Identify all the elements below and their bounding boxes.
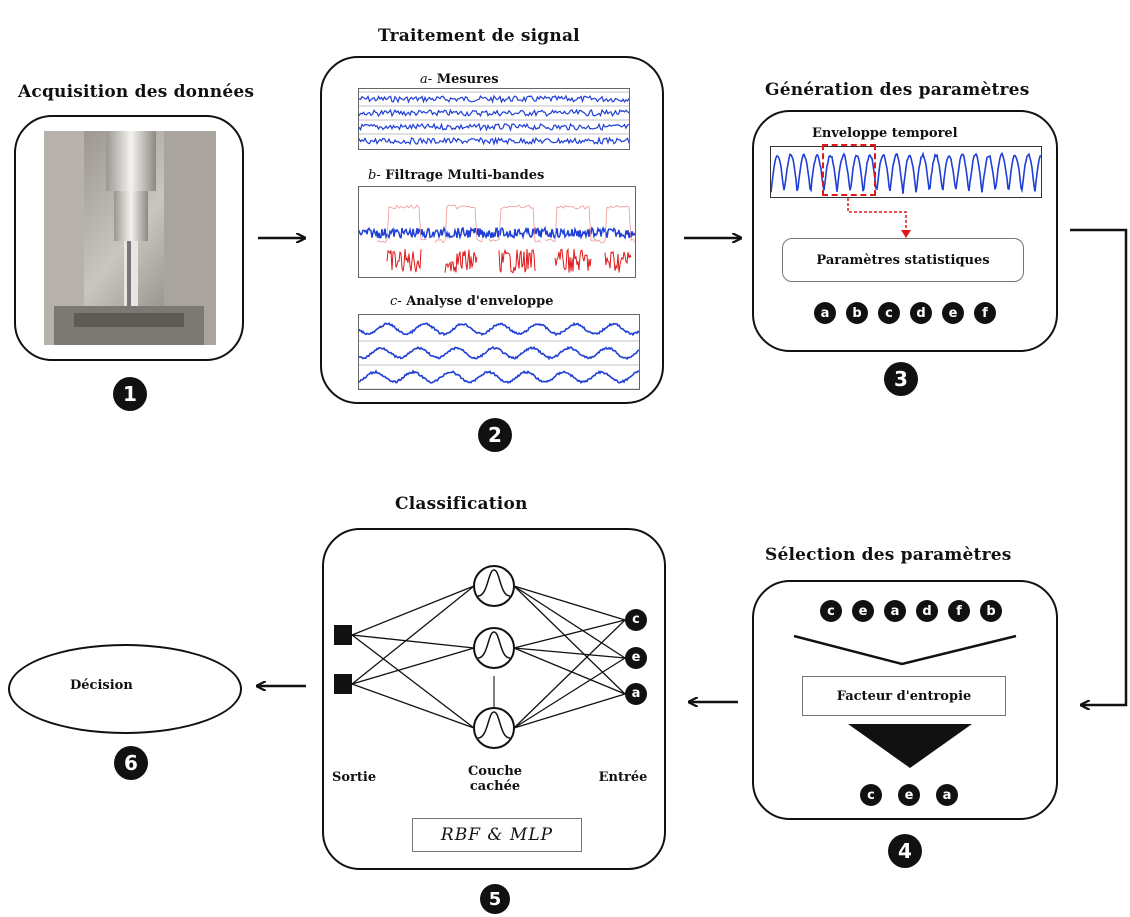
output-node (334, 625, 352, 645)
selected-parameter-chips: c e a (860, 784, 968, 806)
decision-label: Décision (70, 678, 133, 693)
measures-traces (359, 91, 629, 146)
input-node-label: a (631, 686, 641, 701)
param-chip: e (852, 600, 874, 622)
param-chip: b (980, 600, 1002, 622)
measures-label: a- Mesures (420, 72, 499, 87)
param-chip: d (916, 600, 938, 622)
temporal-envelope-label: Enveloppe temporel (812, 126, 958, 141)
machine-tool-photo (44, 131, 216, 345)
classification-title: Classification (395, 494, 528, 514)
hidden-layer-label: Couche cachée (467, 764, 523, 794)
decision-ellipse (8, 644, 242, 734)
hidden-node (473, 707, 515, 749)
param-chip: b (846, 302, 868, 324)
param-chip: c (820, 600, 842, 622)
param-chip: c (860, 784, 882, 806)
step-6-badge: 6 (114, 746, 148, 780)
envelope-traces (359, 321, 639, 389)
parameter-chips: a b c d e f (814, 302, 1006, 324)
param-chip: f (948, 600, 970, 622)
funnel-lines (793, 634, 1017, 666)
filtered-traces (359, 204, 635, 274)
selection-window (822, 144, 876, 196)
acquisition-panel (14, 115, 244, 361)
param-chip: f (974, 302, 996, 324)
down-arrow-icon (848, 724, 972, 768)
step-1-badge: 1 (113, 377, 147, 411)
input-node (625, 609, 647, 631)
input-node (625, 683, 647, 705)
step-4-badge: 4 (888, 834, 922, 868)
entropy-factor-box: Facteur d'entropie (802, 676, 1006, 716)
param-chip: e (942, 302, 964, 324)
envelope-analysis-label: c- Analyse d'enveloppe (390, 294, 554, 309)
window-to-params-arrow (847, 198, 911, 238)
param-chip: a (884, 600, 906, 622)
unsorted-parameter-chips: c e a d f b (820, 600, 1012, 622)
parameter-selection-title: Sélection des paramètres (765, 545, 1012, 565)
multiband-filter-plot (358, 186, 636, 278)
input-node-label: e (631, 650, 641, 665)
output-layer-label: Sortie (332, 770, 377, 785)
temporal-envelope-plot (770, 146, 1042, 198)
measures-signal-plot (358, 88, 630, 150)
output-node (334, 674, 352, 694)
step-3-badge: 3 (884, 362, 918, 396)
filtering-label: b- Filtrage Multi-bandes (368, 168, 545, 183)
neural-network-diagram (334, 565, 647, 749)
arrow-3-to-4 (1070, 228, 1128, 705)
hidden-node (473, 627, 515, 669)
step-2-badge: 2 (478, 418, 512, 452)
envelope-wave (771, 151, 1041, 194)
envelope-analysis-plot (358, 314, 640, 390)
parameter-generation-title: Génération des paramètres (765, 80, 1030, 100)
param-chip: d (910, 302, 932, 324)
acquisition-title: Acquisition des données (18, 82, 255, 102)
method-box: RBF & MLP (412, 818, 582, 852)
param-chip: a (814, 302, 836, 324)
param-chip: a (936, 784, 958, 806)
param-chip: c (878, 302, 900, 324)
input-layer-label: Entrée (598, 770, 648, 785)
input-node-label: c (632, 612, 640, 627)
input-node (625, 647, 647, 669)
signal-processing-title: Traitement de signal (378, 26, 580, 46)
param-chip: e (898, 784, 920, 806)
hidden-node (473, 565, 515, 607)
step-5-badge: 5 (480, 884, 510, 914)
statistical-parameters-box: Paramètres statistiques (782, 238, 1024, 282)
